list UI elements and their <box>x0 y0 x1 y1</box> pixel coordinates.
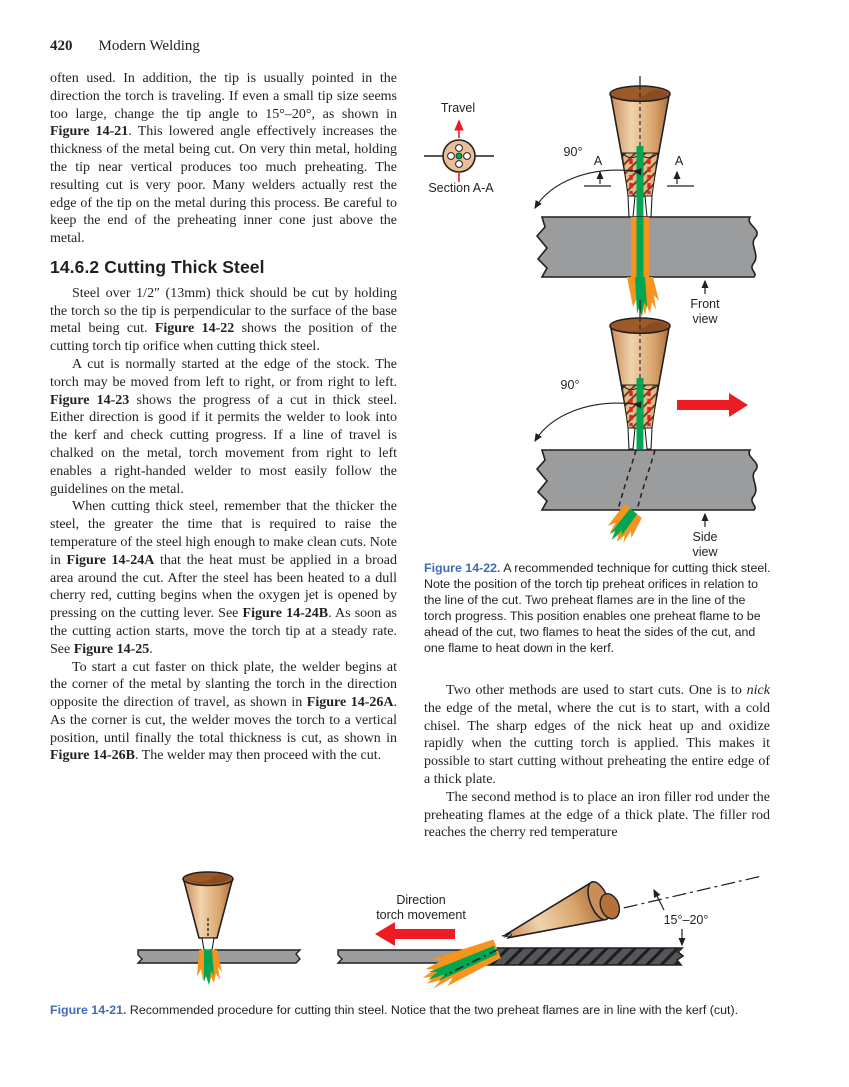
running-head: 420 Modern Welding <box>50 38 450 55</box>
kerf-dashed-line <box>617 449 637 511</box>
flame <box>197 950 222 985</box>
angle-15-20-label: 15°–20° <box>664 913 709 927</box>
section-a-right-label: A <box>675 154 684 168</box>
book-title: Modern Welding <box>98 38 200 54</box>
thin-steel-angled-torch: Direction torch movement <box>336 875 763 989</box>
direction-arrow-icon <box>375 922 455 946</box>
side-view-annotations: 90° Side view <box>534 378 748 556</box>
section-heading: 14.6.2 Cutting Thick Steel <box>50 256 265 277</box>
front-view-plate <box>535 216 758 317</box>
figure-label: Figure 14-22. <box>424 561 501 575</box>
cutting-torch-front-view <box>609 76 671 218</box>
travel-label: Travel <box>441 101 475 115</box>
flame <box>607 503 642 544</box>
side-view-label: view <box>692 545 718 556</box>
figure-14-21-caption: Figure 14-21. Recommended procedure for … <box>50 1002 820 1018</box>
page-number: 420 <box>50 38 73 54</box>
cutting-oxygen-orifice-dot <box>455 152 463 160</box>
figure-14-22-illustration: Travel Section A-A <box>424 76 758 556</box>
front-view-label: Front <box>690 297 720 311</box>
body-paragraph: Two other methods are used to start cuts… <box>424 683 770 787</box>
figure-14-21-illustration: Direction torch movement <box>136 871 763 989</box>
angle-90-front-label: 90° <box>564 145 583 159</box>
direction-label: Direction <box>396 893 445 907</box>
left-column: often used. In addition, the tip is usua… <box>50 70 397 765</box>
caption-text: Recommended procedure for cutting thin s… <box>126 1003 739 1017</box>
section-a-left-label: A <box>594 154 603 168</box>
flame <box>422 939 501 989</box>
right-column: Two other methods are used to start cuts… <box>424 682 770 842</box>
cutting-torch-side-view <box>608 306 672 451</box>
side-view-label: Side <box>692 530 717 544</box>
figure-label: Figure 14-21. <box>50 1003 127 1017</box>
flame-core <box>635 277 647 317</box>
body-paragraph: A cut is normally started at the edge of… <box>50 356 397 497</box>
oxygen-jet <box>636 146 644 217</box>
angled-cutting-torch <box>503 880 621 939</box>
caption-text: A recommended technique for cutting thic… <box>424 561 771 655</box>
travel-direction-arrow-icon <box>677 393 748 417</box>
section-aa-label: Section A-A <box>428 181 494 195</box>
side-view-plate <box>535 449 758 544</box>
angle-90-side-label: 90° <box>561 378 580 392</box>
body-paragraph: The second method is to place an iron fi… <box>424 789 770 841</box>
rough-steel-edge <box>478 947 685 966</box>
front-view-label: view <box>692 312 718 326</box>
body-paragraph: often used. In addition, the tip is usua… <box>50 71 397 247</box>
front-view-annotations: 90° A A Front view <box>534 145 720 326</box>
body-paragraph: Steel over 1/2″ (13mm) thick should be c… <box>50 285 397 355</box>
direction-label: torch movement <box>376 908 466 922</box>
body-paragraph: When cutting thick steel, remember that … <box>50 499 398 657</box>
body-paragraph: To start a cut faster on thick plate, th… <box>50 659 397 764</box>
thin-steel-vertical-torch <box>136 871 302 985</box>
section-aa-inset: Travel Section A-A <box>424 101 494 195</box>
figure-14-22-caption: Figure 14-22. A recommended technique fo… <box>424 560 776 656</box>
kerf-dashed-line <box>636 449 656 511</box>
